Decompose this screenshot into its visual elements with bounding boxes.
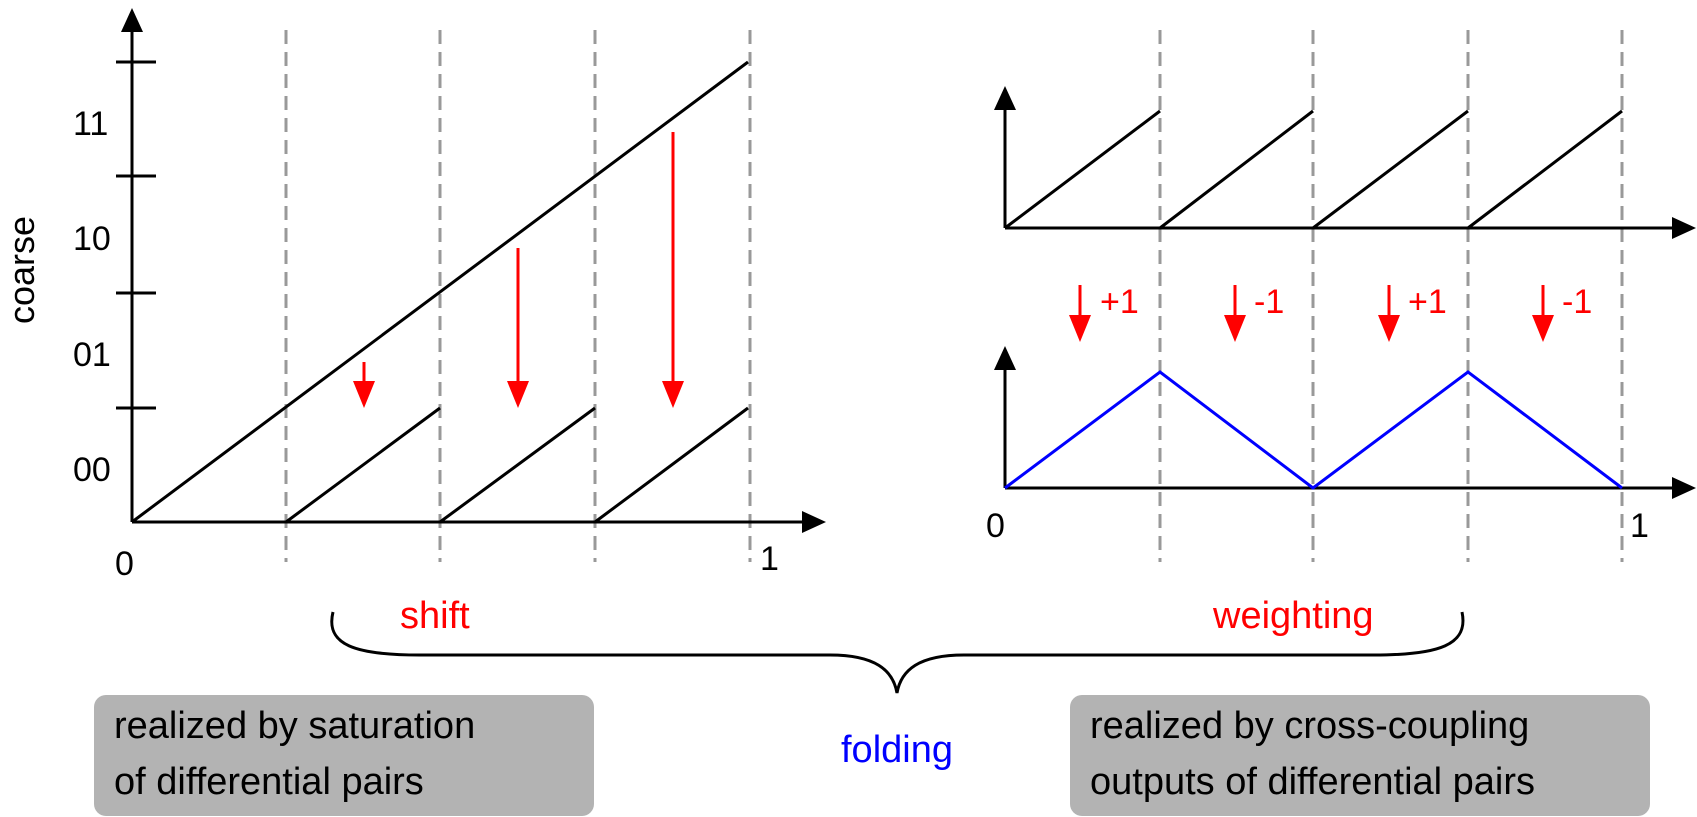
weight-arrowhead xyxy=(1378,315,1400,342)
left-y-axis-label: coarse xyxy=(1,216,42,324)
weight-label-2: -1 xyxy=(1254,283,1284,321)
weight-label-3: +1 xyxy=(1408,283,1447,321)
left-x-end-label: 1 xyxy=(760,540,779,578)
lower-y-axis-arrowhead xyxy=(994,346,1016,370)
left-y-tick-label-11: 11 xyxy=(73,105,108,143)
weight-arrowhead xyxy=(1069,315,1091,342)
left-box-line-2: of differential pairs xyxy=(114,761,424,803)
right-explanation-box: realized by cross-coupling outputs of di… xyxy=(1070,695,1650,816)
lower-x-axis-arrowhead xyxy=(1672,477,1696,499)
upper-sawtooth-ramp xyxy=(1159,109,1314,230)
curly-brace xyxy=(330,611,1465,694)
weight-label-4: -1 xyxy=(1562,283,1592,321)
left-shifted-ramp xyxy=(439,406,596,524)
left-plot: coarse 00 01 10 11 0 1 xyxy=(1,8,826,583)
right-x-origin-label: 0 xyxy=(986,507,1005,545)
left-y-tick-label-01: 01 xyxy=(73,336,111,374)
folding-label: folding xyxy=(841,729,953,771)
right-x-end-label: 1 xyxy=(1630,507,1649,545)
upper-sawtooth-ramp xyxy=(1312,109,1469,230)
weight-label-1: +1 xyxy=(1100,283,1139,321)
upper-y-axis-arrowhead xyxy=(994,86,1016,110)
right-box-line-1: realized by cross-coupling xyxy=(1090,705,1529,747)
left-y-tick-label-00: 00 xyxy=(73,451,111,489)
left-x-axis-arrowhead xyxy=(802,511,826,533)
shift-arrowhead xyxy=(507,381,529,408)
right-plots: +1 -1 +1 -1 0 1 xyxy=(986,30,1696,562)
upper-x-axis-arrowhead xyxy=(1672,217,1696,239)
upper-sawtooth-ramp xyxy=(1004,109,1161,230)
weighting-label: weighting xyxy=(1212,595,1374,637)
shift-arrowhead xyxy=(662,381,684,408)
left-shifted-ramp xyxy=(594,406,749,524)
left-main-ramp xyxy=(131,60,749,524)
left-y-tick-label-10: 10 xyxy=(73,220,111,258)
folded-triangle-wave xyxy=(1004,370,1623,490)
upper-sawtooth-ramp xyxy=(1467,109,1623,230)
weight-arrowhead xyxy=(1224,315,1246,342)
left-x-origin-label: 0 xyxy=(115,545,134,583)
weight-arrowhead xyxy=(1532,315,1554,342)
left-box-line-1: realized by saturation xyxy=(114,705,475,747)
shift-label: shift xyxy=(400,595,470,637)
left-explanation-box: realized by saturation of differential p… xyxy=(94,695,594,816)
right-box-line-2: outputs of differential pairs xyxy=(1090,761,1535,803)
shift-arrowhead xyxy=(353,381,375,408)
left-y-axis-arrowhead xyxy=(121,8,143,32)
left-shifted-ramp xyxy=(285,406,441,524)
